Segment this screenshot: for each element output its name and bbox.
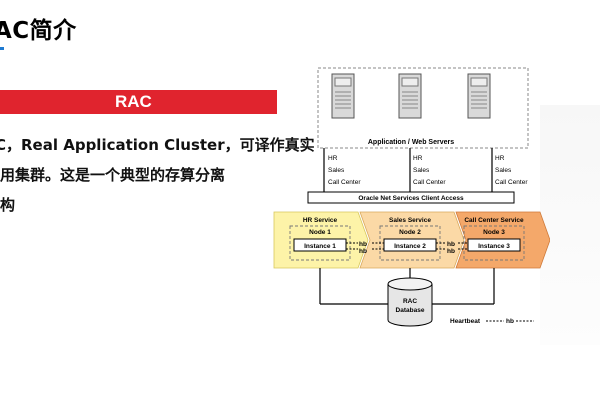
rac-architecture-diagram: Application / Web Servers HR Sales Call … (272, 62, 550, 334)
group-label: Sales (328, 167, 345, 174)
page-title: AC简介 (0, 18, 77, 44)
service-name: Sales Service (389, 217, 431, 224)
instance-box (293, 238, 347, 252)
node-label: Node 3 (483, 229, 505, 236)
hb-label: hb (447, 241, 455, 248)
group-label: HR (495, 155, 505, 162)
hb-label: hb (447, 248, 455, 255)
group-label: Sales (495, 167, 512, 174)
group-label: Call Center (413, 179, 446, 186)
body-line: 构 (0, 196, 16, 214)
legend-heartbeat: Heartbeat (450, 318, 481, 325)
group-label: HR (413, 155, 423, 162)
hb-label: hb (359, 241, 367, 248)
database-icon (387, 277, 433, 327)
client-access-bar (307, 191, 515, 204)
title-accent (0, 47, 4, 50)
body-paragraph: C，Real Application Cluster，可译作真实 用集群。这是一… (0, 130, 315, 220)
instance-box (467, 238, 521, 252)
service-name: Call Center Service (464, 217, 524, 224)
database-label: RAC (403, 298, 417, 305)
instance-label: Instance 1 (304, 243, 336, 250)
client-access-label: Oracle Net Services Client Access (358, 195, 464, 202)
group-label: Sales (413, 167, 430, 174)
group-label: Call Center (328, 179, 361, 186)
instance-label: Instance 3 (478, 243, 510, 250)
body-line: 用集群。这是一个典型的存算分离 (0, 166, 226, 184)
server-icon (398, 73, 422, 119)
section-header-bar: RAC (0, 90, 277, 114)
body-line: C，Real Application Cluster，可译作真实 (0, 136, 315, 154)
database-label: Database (396, 307, 425, 314)
legend-hb: hb (506, 318, 514, 325)
server-icon (467, 73, 491, 119)
node-label: Node 1 (309, 229, 331, 236)
group-label: Call Center (495, 179, 528, 186)
section-label: RAC (115, 92, 152, 111)
hb-label: hb (359, 248, 367, 255)
app-servers-box (317, 67, 529, 149)
service-name: HR Service (303, 217, 338, 224)
node-box (463, 225, 525, 261)
instance-box (383, 238, 437, 252)
group-label: HR (328, 155, 338, 162)
instance-label: Instance 2 (394, 243, 426, 250)
background-decoration (540, 105, 600, 345)
server-icon (331, 73, 355, 119)
app-servers-label: Application / Web Servers (368, 139, 454, 146)
node-label: Node 2 (399, 229, 421, 236)
